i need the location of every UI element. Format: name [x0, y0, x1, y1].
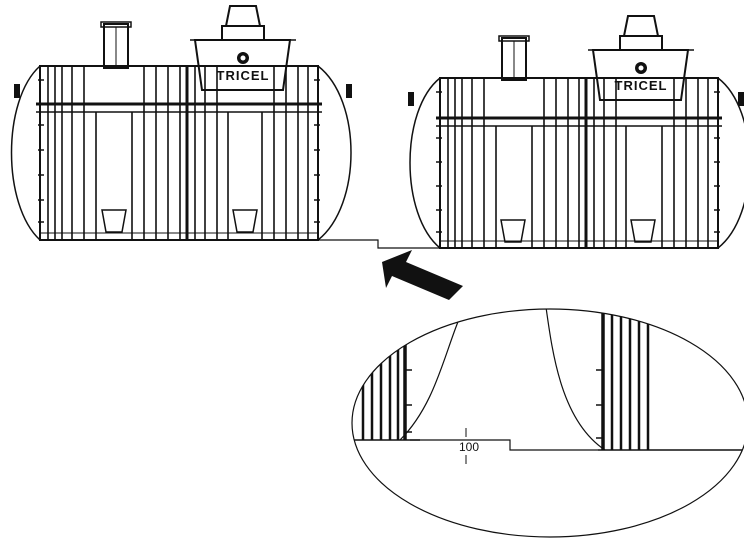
pointer-arrow-icon: [382, 250, 463, 300]
inlet-pipe: [100, 21, 132, 69]
tank-left-body: [39, 65, 319, 241]
detail-zoom: 100: [351, 308, 744, 538]
sump-well: [630, 219, 656, 243]
sump-well: [232, 209, 258, 233]
access-turret: TRICEL: [588, 15, 694, 101]
sump-well: [500, 219, 526, 243]
lifting-lug: [738, 92, 744, 106]
tank-right: TRICEL: [408, 15, 744, 249]
lifting-lug: [408, 92, 414, 106]
tank-right-end-cap-left: [409, 77, 441, 249]
brand-label-left: TRICEL: [217, 68, 270, 83]
gap-dimension-label: 100: [459, 440, 479, 454]
lifting-lug: [346, 84, 352, 98]
detail-circle: [351, 308, 744, 538]
brand-label-right: TRICEL: [615, 78, 668, 93]
tank-left-end-cap-right: [317, 65, 352, 241]
detail-ground-step: [410, 439, 598, 451]
lifting-lug: [14, 84, 20, 98]
inlet-pipe: [498, 35, 530, 81]
sump-well: [101, 209, 127, 233]
tank-left: TRICEL: [10, 5, 352, 241]
ground-offset-line: [318, 239, 440, 249]
right-tank-end-curve: [544, 309, 606, 451]
access-turret: TRICEL: [190, 5, 296, 91]
tank-left-end-cap-left: [10, 65, 41, 241]
